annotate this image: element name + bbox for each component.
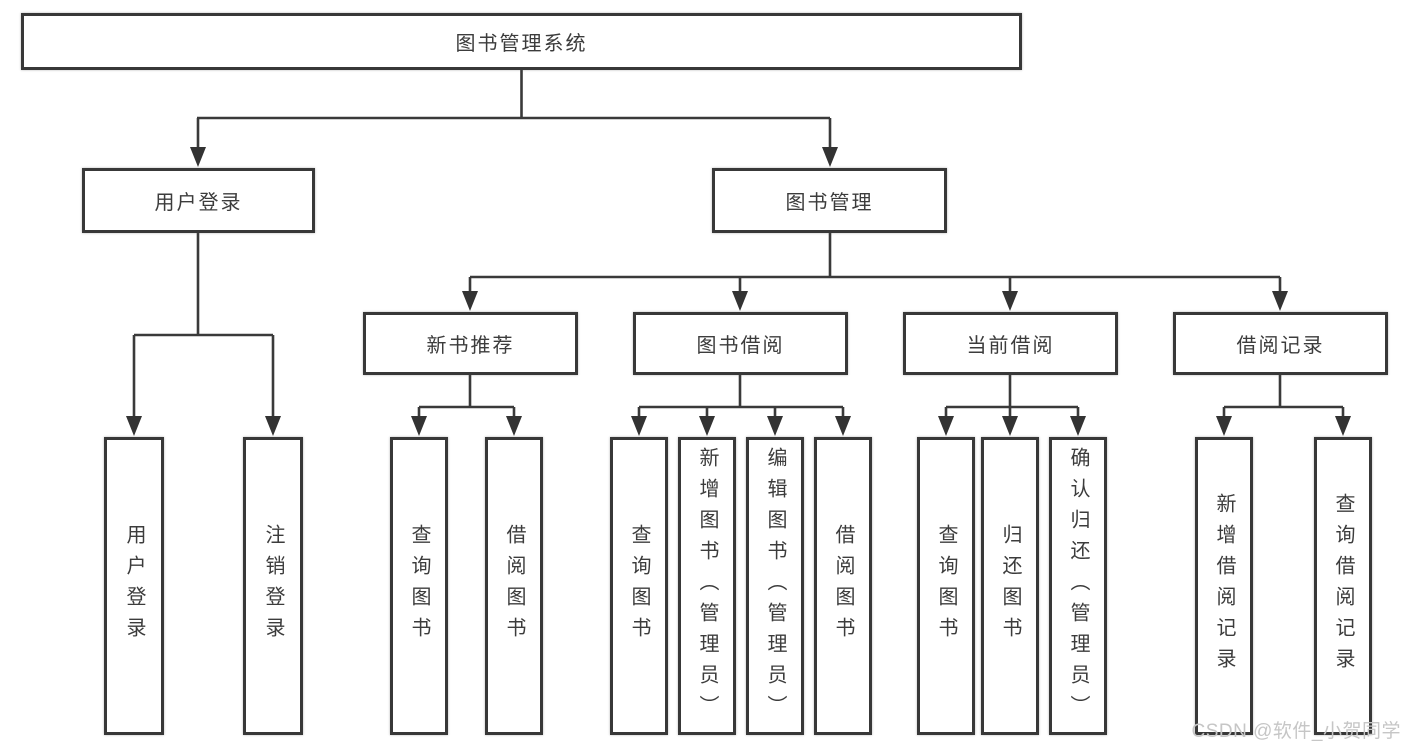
leaf-borrow-books: 借阅图书 [814,437,872,735]
leaf-query-books-current-label: 查询图书 [935,524,957,648]
leaf-query-books-recommend: 查询图书 [390,437,448,735]
leaf-edit-books-admin-label: 编辑图书（管理员） [764,446,786,726]
leaf-return-books-label: 归还图书 [999,524,1021,648]
leaf-edit-books-admin: 编辑图书（管理员） [746,437,804,735]
leaf-confirm-return-admin-label: 确认归还（管理员） [1067,446,1089,726]
leaf-query-books-recommend-label: 查询图书 [408,524,430,648]
leaf-borrow-books-recommend-label: 借阅图书 [503,524,525,648]
leaf-query-borrow-record: 查询借阅记录 [1314,437,1372,735]
leaf-add-books-admin-label: 新增图书（管理员） [696,446,718,726]
leaf-logout-label: 注销登录 [262,524,284,648]
node-user-login-label: 用户登录 [154,192,243,214]
node-book-borrowing-label: 图书借阅 [696,335,785,357]
node-current-borrowing-label: 当前借阅 [966,335,1055,357]
leaf-borrow-books-label: 借阅图书 [832,524,854,648]
node-book-management: 图书管理 [712,168,947,233]
leaf-add-borrow-record-label: 新增借阅记录 [1213,493,1235,679]
leaf-query-books-borrowing: 查询图书 [610,437,668,735]
node-borrow-records: 借阅记录 [1173,312,1388,375]
leaf-query-books-current: 查询图书 [917,437,975,735]
leaf-add-books-admin: 新增图书（管理员） [678,437,736,735]
leaf-logout: 注销登录 [243,437,303,735]
leaf-query-books-borrowing-label: 查询图书 [628,524,650,648]
node-book-borrowing: 图书借阅 [633,312,848,375]
leaf-query-borrow-record-label: 查询借阅记录 [1332,493,1354,679]
leaf-confirm-return-admin: 确认归还（管理员） [1049,437,1107,735]
leaf-add-borrow-record: 新增借阅记录 [1195,437,1253,735]
node-library-system: 图书管理系统 [21,13,1022,70]
node-current-borrowing: 当前借阅 [903,312,1118,375]
node-new-book-recommend-label: 新书推荐 [426,335,515,357]
node-library-system-label: 图书管理系统 [455,33,588,55]
leaf-borrow-books-recommend: 借阅图书 [485,437,543,735]
leaf-user-login-label: 用户登录 [123,524,145,648]
leaf-return-books: 归还图书 [981,437,1039,735]
node-book-management-label: 图书管理 [785,192,874,214]
node-new-book-recommend: 新书推荐 [363,312,578,375]
csdn-watermark: CSDN @软件_小贺同学 [1191,721,1401,742]
node-user-login: 用户登录 [82,168,315,233]
node-borrow-records-label: 借阅记录 [1236,335,1325,357]
leaf-user-login: 用户登录 [104,437,164,735]
